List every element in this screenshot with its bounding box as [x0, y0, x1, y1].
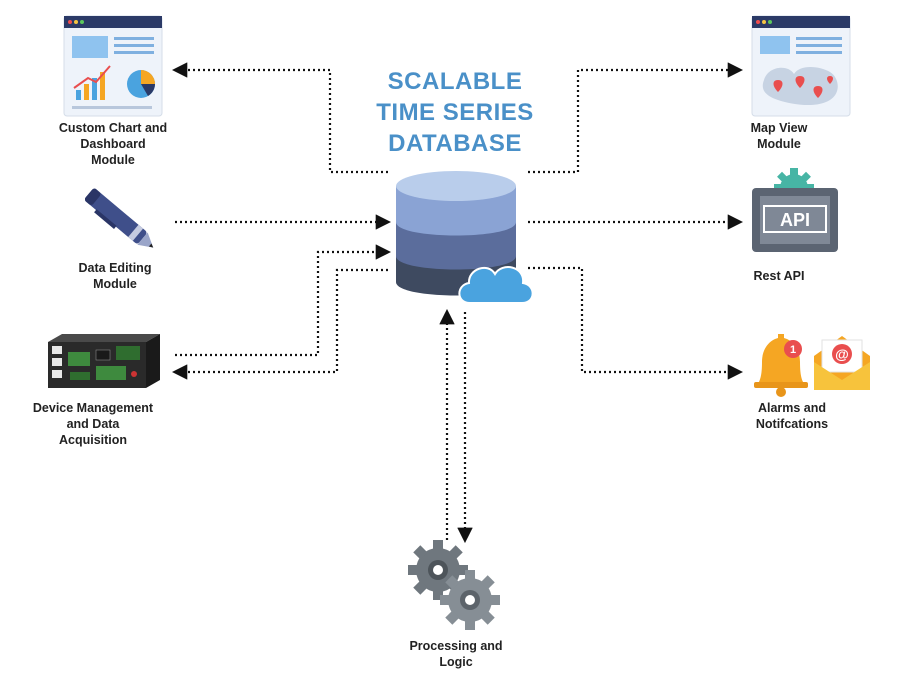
title-line-3: DATABASE — [388, 130, 522, 157]
circuit-board-icon — [48, 334, 160, 388]
envelope-icon: @ — [814, 336, 870, 390]
custom-chart-label-line-2: Dashboard — [80, 137, 146, 151]
device-management-label-line-1: Device Management — [32, 401, 154, 415]
map-view-label-line-2: Module — [757, 137, 801, 151]
rest-api-label: Rest API — [744, 268, 814, 284]
pen-icon — [84, 188, 154, 248]
api-monitor-gear-icon: API — [752, 168, 838, 252]
email-at-symbol: @ — [835, 346, 849, 362]
data-editing-label-line-1: Data Editing — [78, 261, 152, 275]
data-editing-label-line-2: Module — [93, 277, 137, 291]
device-management-label: Device Management and Data Acquisition — [8, 400, 178, 448]
connector-map-view — [528, 62, 744, 174]
alarms-label: Alarms and Notifcations — [744, 400, 840, 432]
title-line-1: SCALABLE — [387, 68, 523, 95]
processing-label-line-2: Logic — [439, 655, 473, 669]
map-pins-icon — [751, 15, 851, 117]
map-view-label: Map View Module — [744, 120, 814, 152]
device-management-label-line-3: Acquisition — [58, 433, 128, 447]
custom-chart-label-line-1: Custom Chart and — [58, 121, 168, 135]
alarms-label-line-2: Notifcations — [755, 417, 829, 431]
database-cloud-icon — [396, 171, 534, 304]
title-line-2: TIME SERIES — [376, 99, 534, 126]
alarms-label-line-1: Alarms and — [757, 401, 827, 415]
rest-api-label-line-1: Rest API — [753, 269, 805, 283]
api-badge-text: API — [780, 210, 810, 230]
device-management-label-line-2: and Data — [66, 417, 120, 431]
connector-device-in — [175, 244, 392, 357]
diagram-title: SCALABLE TIME SERIES DATABASE — [350, 66, 560, 159]
map-view-label-line-1: Map View — [750, 121, 808, 135]
custom-chart-label-line-3: Module — [91, 153, 135, 167]
bell-icon: 1 — [754, 334, 808, 397]
notification-count: 1 — [790, 344, 796, 356]
cloud-icon — [458, 266, 534, 304]
processing-label: Processing and Logic — [396, 638, 516, 670]
dashboard-chart-icon — [63, 15, 163, 117]
custom-chart-label: Custom Chart and Dashboard Module — [28, 120, 198, 168]
data-editing-label: Data Editing Module — [60, 260, 170, 292]
connector-alarms — [528, 266, 744, 380]
gears-icon — [408, 540, 500, 630]
processing-label-line-1: Processing and — [409, 639, 503, 653]
bell-and-envelope-icon: 1 @ — [754, 334, 870, 397]
connector-device-out — [171, 268, 388, 380]
